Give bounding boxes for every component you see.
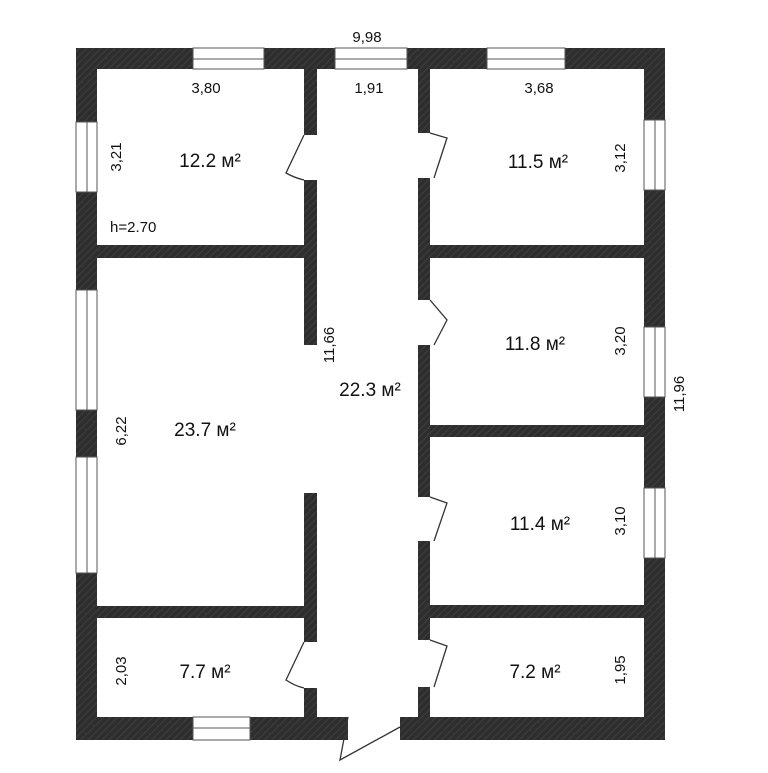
room-depth: 3,20: [612, 326, 629, 355]
room-width: 3,68: [524, 80, 553, 97]
room-area: 11.5 м²: [508, 152, 568, 173]
room-area: 7.7 м²: [179, 662, 230, 683]
room-area: 12.2 м²: [179, 151, 241, 172]
door: [429, 299, 448, 346]
door: [285, 641, 305, 689]
room-depth: 6,22: [113, 416, 130, 445]
door: [429, 496, 448, 542]
room-area: 11.8 м²: [505, 334, 565, 355]
doors: [285, 132, 448, 762]
room-area: 7.2 м²: [509, 662, 560, 683]
corridor-area: 22.3 м²: [339, 380, 401, 401]
door: [429, 132, 448, 179]
windows: [75, 47, 666, 741]
entrance-door: [339, 716, 401, 762]
overall-width: 9,98: [352, 29, 381, 46]
door: [285, 134, 305, 181]
room-depth: 3,12: [612, 143, 629, 172]
ceiling-height: h=2.70: [110, 219, 156, 236]
door: [429, 639, 448, 688]
room-depth: 1,95: [612, 655, 629, 684]
room-area: 23.7 м²: [174, 420, 236, 441]
room-depth: 3,10: [612, 506, 629, 535]
room-area: 11.4 м²: [510, 514, 570, 535]
corridor-length: 11,66: [321, 327, 338, 363]
corridor-width: 1,91: [354, 80, 383, 97]
interior-walls: [97, 69, 644, 719]
room-depth: 3,21: [108, 142, 125, 171]
room-depth: 2,03: [113, 656, 130, 685]
overall-depth: 11,96: [671, 376, 688, 412]
room-width: 3,80: [191, 80, 220, 97]
